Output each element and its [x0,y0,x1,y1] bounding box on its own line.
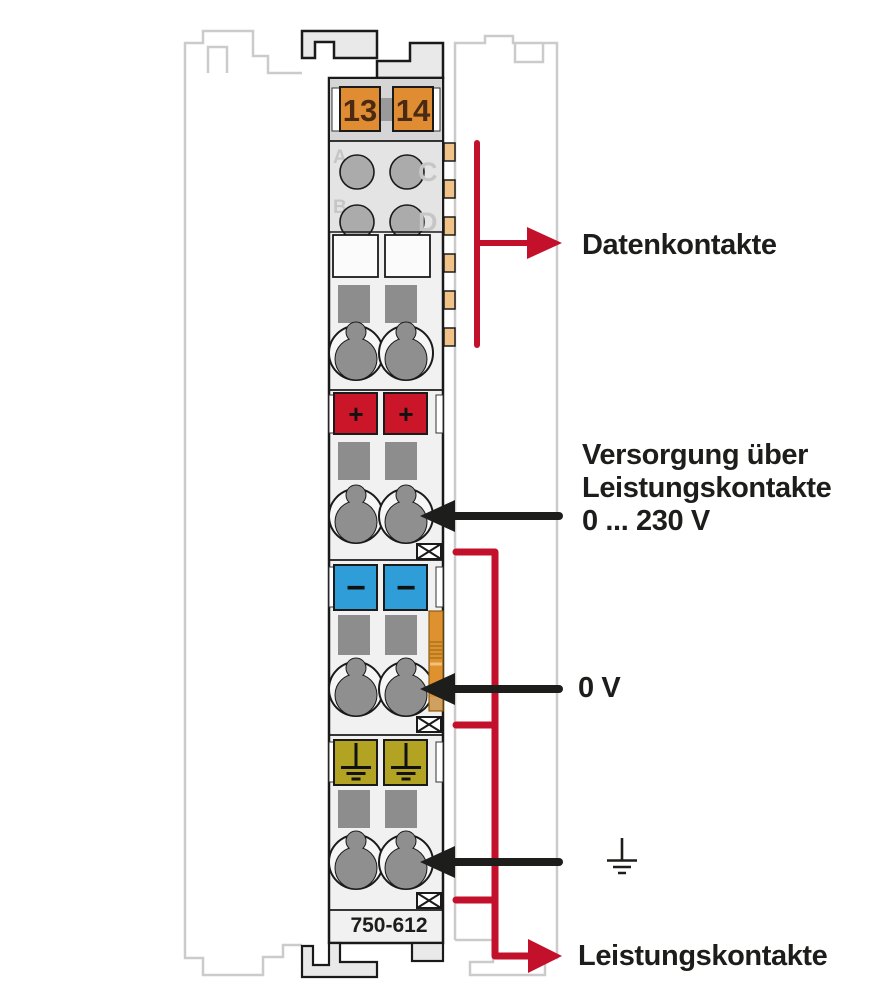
actuator-squares [338,285,417,828]
versorgung-line2: Leistungskontakte [582,472,832,504]
minus-symbol: − [396,569,416,607]
red-arrowhead [527,227,562,259]
terminal-number-header: 13 14 [330,79,442,141]
terminal-14 [392,86,434,132]
keyhole-row [328,321,434,381]
earth-ground-icon [391,743,421,781]
power-jumper-contacts [416,543,442,909]
red-arrowhead [528,939,562,973]
contact-label-d: D [418,207,438,237]
earth-ground-annotation-icon [607,838,637,875]
push-buttons [332,234,431,278]
keyhole-row [328,484,434,544]
terminal-13 [339,86,381,132]
zero-volt-label: 0 V [578,672,621,704]
leistungskontakte-callout-line [452,548,562,973]
keyhole-row [328,830,434,890]
leistungskontakte-label: Leistungskontakte [578,940,828,972]
zero-volt-arrow [420,673,563,705]
wire-entry-keyholes [328,321,434,890]
terminal-13-label: 13 [343,93,377,128]
data-contact-panel: A B C D [330,142,442,240]
ground-terminals [328,739,444,786]
black-arrowhead [420,846,455,878]
datenkontakte-label: Datenkontakte [582,229,777,261]
black-arrowhead [420,500,455,532]
minus-symbol: − [346,569,366,607]
supply-arrow [420,500,563,532]
ghost-module-right [453,34,559,977]
contact-circle [389,154,425,190]
plus-symbol: + [398,399,413,429]
contact-circle [339,204,375,240]
contact-label-c: C [418,157,438,187]
versorgung-line3: 0 ... 230 V [582,505,710,537]
data-contacts-gold [443,142,456,347]
module-top-mount [300,29,445,80]
supply-plus-terminals: + + [328,392,444,435]
terminal-14-label: 14 [396,93,431,128]
black-arrowhead [420,673,455,705]
neutral-minus-terminals: − − [328,564,444,611]
earth-ground-icon [341,743,371,781]
module-bottom-mount [300,941,445,979]
part-number: 750-612 [350,914,427,937]
datenkontakte-callout-line [474,140,562,348]
contact-circle [339,154,375,190]
ghost-module-left [183,29,302,977]
plus-symbol: + [348,399,363,429]
versorgung-line1: Versorgung über [582,439,809,471]
ground-arrow [420,846,563,878]
keyhole-row [328,657,434,717]
